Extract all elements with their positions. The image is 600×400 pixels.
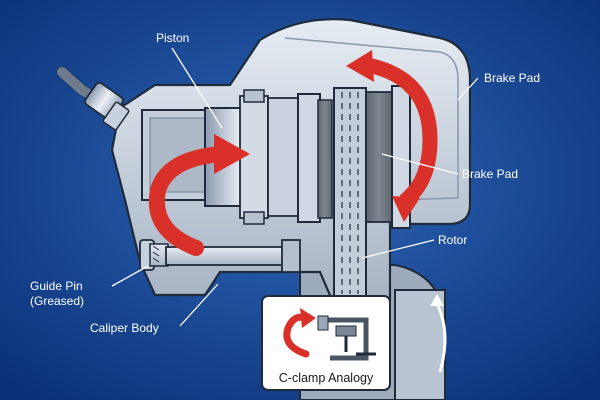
inner-brake-pad: [297, 93, 333, 223]
curved-arrow-icon: [283, 308, 316, 358]
outer-brake-pad: [365, 85, 411, 229]
piston-arrow-head: [214, 134, 250, 174]
label-brake-pad-outer: Brake Pad: [484, 71, 540, 85]
label-rotor: Rotor: [438, 233, 467, 247]
label-brake-pad-inner: Brake Pad: [462, 167, 518, 181]
rotation-arrow-icon: [430, 294, 444, 306]
outer-arrow-head-bottom: [392, 196, 420, 222]
leader-lines: [111, 47, 479, 327]
label-guide-pin: Guide Pin: [30, 279, 83, 293]
label-caliper-body: Caliper Body: [90, 321, 159, 335]
piston-push-arrow: [148, 146, 230, 256]
inset-caption: C-clamp Analogy: [279, 371, 374, 385]
c-clamp-icon: [317, 315, 376, 361]
brake-line-fitting: [56, 66, 130, 131]
label-guide-pin-note: (Greased): [30, 294, 84, 308]
outer-pad-pull-arrow: [364, 58, 438, 208]
outer-arrow-head-top: [346, 50, 374, 82]
force-arrows: [148, 50, 438, 256]
label-piston: Piston: [156, 31, 189, 45]
c-clamp-inset: C-clamp Analogy: [261, 295, 391, 391]
rotor: [333, 87, 367, 299]
